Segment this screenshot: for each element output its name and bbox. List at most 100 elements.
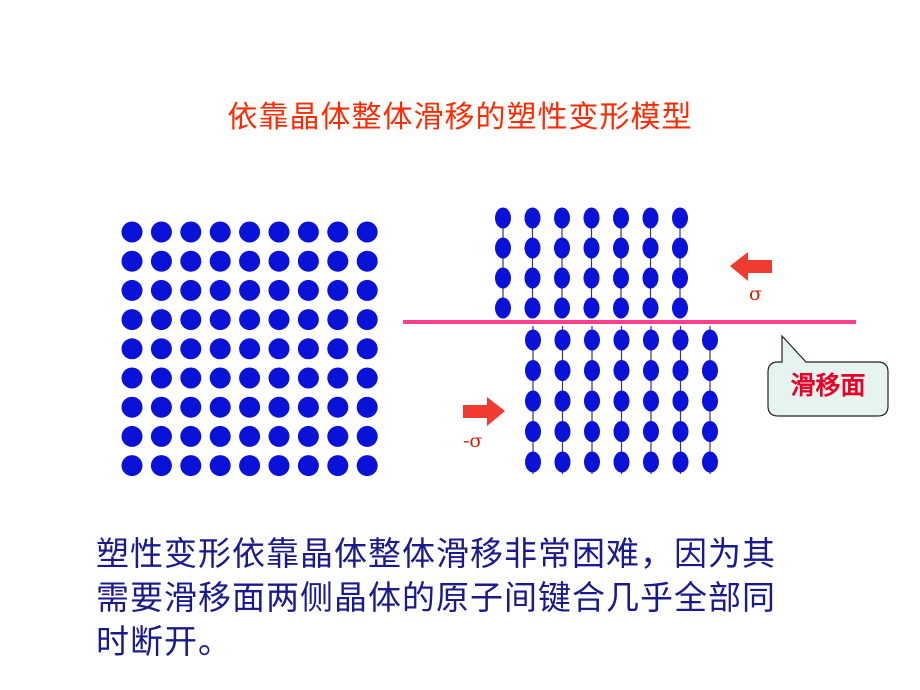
atom — [356, 309, 378, 331]
atom — [239, 250, 261, 272]
atom — [327, 425, 349, 447]
atom — [327, 309, 349, 331]
atom — [327, 367, 349, 389]
atom — [613, 421, 630, 442]
atom — [239, 309, 261, 331]
atom — [297, 250, 319, 272]
atom — [209, 250, 231, 272]
atom — [495, 237, 511, 259]
stress-sigma-label: σ — [749, 283, 762, 305]
atom — [327, 338, 349, 360]
atom — [268, 309, 290, 331]
atom — [268, 338, 290, 360]
atom — [150, 250, 172, 272]
atom — [297, 309, 319, 331]
atom — [702, 451, 718, 473]
atom — [239, 221, 261, 243]
atom — [327, 221, 349, 243]
atom — [209, 338, 231, 360]
atom — [672, 267, 688, 289]
atom — [613, 207, 629, 229]
atom — [209, 221, 231, 243]
atom — [121, 455, 143, 477]
atom — [583, 267, 600, 289]
atom — [554, 297, 570, 319]
atom — [150, 425, 172, 447]
atom — [356, 250, 378, 272]
atom — [121, 279, 143, 301]
atom — [121, 425, 143, 447]
atom — [297, 221, 319, 243]
atom — [180, 338, 202, 360]
atom — [642, 267, 659, 289]
atom — [356, 425, 378, 447]
atom — [297, 455, 319, 477]
atom — [642, 237, 659, 259]
atom — [554, 207, 570, 229]
explanation-text: 塑性变形依靠晶体整体滑移非常困难，因为其需要滑移面两侧晶体的原子间键合几乎全部同… — [96, 534, 776, 661]
atom — [642, 207, 659, 229]
atom — [297, 396, 319, 418]
atom — [554, 267, 570, 289]
atom — [356, 455, 378, 477]
atom — [672, 297, 688, 319]
atom — [209, 367, 231, 389]
atom — [672, 237, 688, 259]
atom — [702, 329, 718, 351]
atom — [268, 250, 290, 272]
atom — [524, 207, 541, 229]
atom — [268, 425, 290, 447]
atom — [554, 421, 571, 442]
atom — [150, 309, 172, 331]
atom — [524, 237, 541, 259]
slip-plane-label: 滑移面 — [790, 371, 866, 400]
atom — [239, 279, 261, 301]
atom — [643, 451, 659, 473]
atom — [150, 338, 172, 360]
slipped-crystal-lattice — [495, 207, 718, 474]
atom — [583, 297, 600, 319]
atom — [554, 451, 571, 473]
atom — [643, 390, 659, 412]
atom — [583, 237, 600, 259]
atom — [121, 309, 143, 331]
atom — [495, 267, 511, 289]
atom — [268, 396, 290, 418]
atom — [584, 390, 600, 412]
slip-plane-callout — [767, 334, 889, 417]
atom — [297, 279, 319, 301]
atom — [150, 455, 172, 477]
atom — [327, 396, 349, 418]
atom — [180, 250, 202, 272]
atom — [613, 237, 629, 259]
atom — [150, 221, 172, 243]
atom — [584, 360, 600, 381]
atom — [672, 360, 689, 381]
atom — [583, 207, 600, 229]
atom — [524, 297, 541, 319]
atom — [239, 425, 261, 447]
atom — [554, 390, 571, 412]
atom — [121, 250, 143, 272]
atom — [613, 267, 629, 289]
atom — [150, 367, 172, 389]
atom — [239, 338, 261, 360]
atom — [356, 279, 378, 301]
atom — [702, 421, 718, 442]
atom — [554, 329, 571, 351]
atom — [613, 390, 630, 412]
perfect-crystal-lattice — [121, 221, 378, 477]
atom — [702, 360, 718, 381]
right-arrow-icon — [463, 397, 505, 426]
stress-neg-sigma-label: -σ — [463, 430, 483, 452]
atom — [150, 396, 172, 418]
atom — [268, 221, 290, 243]
atom — [643, 421, 659, 442]
atom — [268, 279, 290, 301]
atom — [297, 338, 319, 360]
atom — [584, 329, 600, 351]
atom — [672, 451, 689, 473]
atom — [239, 367, 261, 389]
left-arrow-icon — [730, 252, 772, 281]
